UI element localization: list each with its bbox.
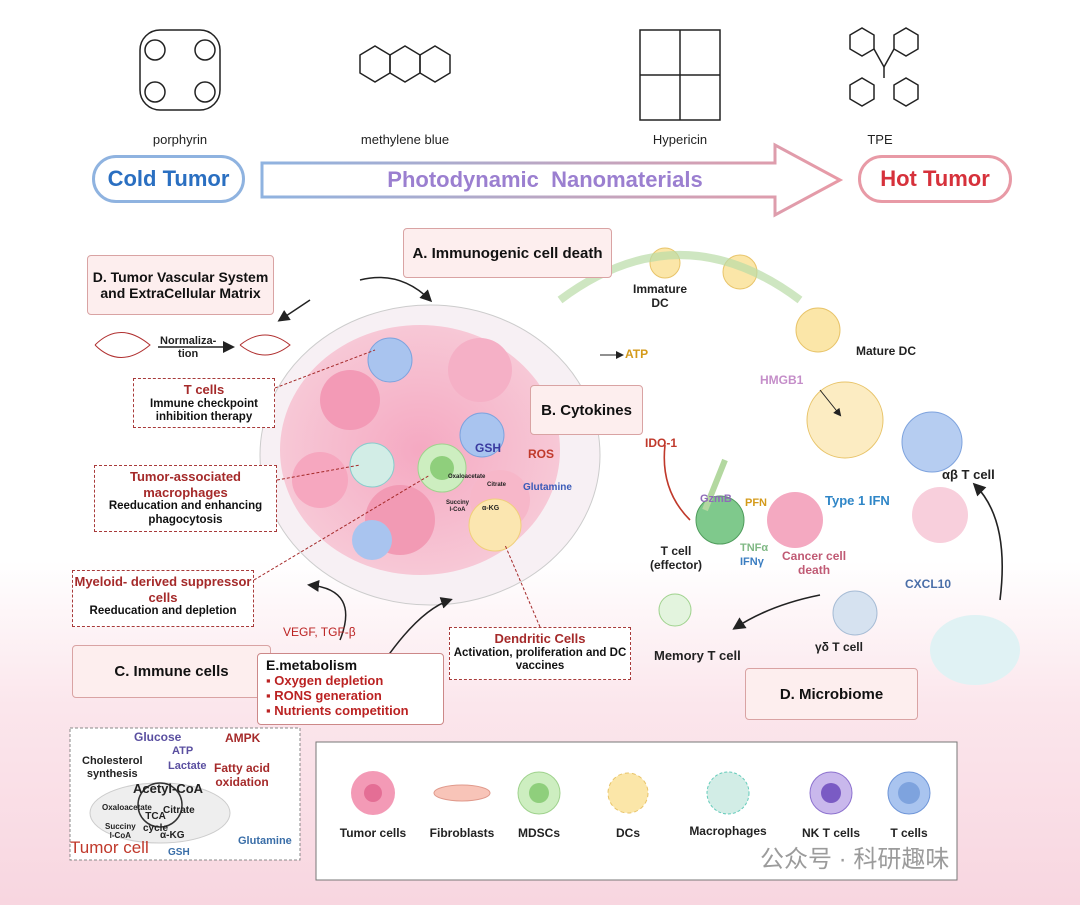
box-cytokines: B. Cytokines [530,385,643,435]
m-ampk: AMPK [225,731,261,745]
cold-tumor-label: Cold Tumor [92,155,245,203]
legend-mdscs: MDSCs [517,826,560,840]
ab-t-cell [901,411,963,473]
porphyrin-structure [139,29,221,111]
citrate-label: Citrate [487,482,507,488]
memory-t-cell [658,593,692,627]
legend-macrophages: Macrophages [689,824,767,838]
molecule-hypericin: Hypericin [652,132,708,147]
m-cholesterol: Cholesterol synthesis [82,755,143,780]
hot-tumor-label: Hot Tumor [858,155,1012,203]
cancer-death-label: Cancer cell death [782,549,847,577]
box-microbiome: D. Microbiome [745,668,918,720]
microbiome [930,615,1020,685]
m-lactate: Lactate [168,760,207,772]
photodynamic-label: Photodynamic Nanomaterials [387,167,703,192]
hypericin-structure [639,29,721,121]
m-acetyl-coa: Acetyl-CoA [133,781,204,796]
tnfa-label: TNFα [740,542,769,554]
watermark: 公众号 · 科研趣味 [760,846,950,873]
tumor-mass [259,304,601,606]
gd-t-cell [832,590,878,636]
molecule-tpe: TPE [867,132,893,147]
legend-dcs: DCs [615,826,640,840]
ifng-label: IFNγ [740,556,764,568]
mature-dc-large [806,381,884,459]
molecule-methylene-blue: methylene blue [360,132,450,147]
atp-label: ATP [625,347,649,361]
vegf-label: VEGF, TGF-β [283,625,356,639]
m-tca-cycle: TCA cycle [143,811,169,834]
legend-t-cells: T cells [890,826,928,840]
immature-dc-label: Immature DC [632,282,688,310]
hmgb1-label: HMGB1 [760,373,804,387]
t-effector-label: T cell (effector) [650,544,703,572]
vessel-icons [94,332,291,358]
mature-dc [795,307,841,353]
cxcl10-label: CXCL10 [905,577,952,591]
mature-dc-label: Mature DC [856,344,917,358]
metabolism-item: ▪ Oxygen depletion [266,673,384,688]
m-fatty-acid: Fatty acid oxidation [214,761,271,789]
ab-tcell-label: αβ T cell [942,467,995,482]
box-metabolism: E.metabolism ▪ Oxygen depletion ▪ RONS g… [257,653,444,725]
oxaloacetate-label: Oxaloacetate [448,474,486,480]
molecule-porphyrin: porphyrin [152,132,208,147]
m-atp: ATP [172,745,194,757]
dying-cancer-cell-2 [912,487,968,543]
gsh-label: GSH [475,441,502,455]
type1-ifn-label: Type 1 IFN [825,493,890,508]
metabolism-item: ▪ Nutrients competition [266,703,409,718]
m-succinyl: Succiny l-CoA [105,822,136,841]
m-glucose: Glucose [134,730,182,744]
box-immune-cells: C. Immune cells [72,645,271,698]
box-tumor-vascular: D. Tumor Vascular System and ExtraCellul… [87,255,274,315]
pfn-label: PFN [745,497,767,509]
succinyl-label: Succiny l-CoA [446,500,470,513]
ros-label: ROS [528,447,555,461]
metabolism-item: ▪ RONS generation [266,688,382,703]
ido1-label: IDO-1 [645,436,678,450]
metabolism-title: E.metabolism [266,657,358,673]
m-glutamine: Glutamine [238,835,292,847]
m-gsh: GSH [168,847,190,858]
gd-tcell-label: γδ T cell [815,640,863,654]
akg-label: α-KG [482,505,500,512]
methylene-blue-structure [359,45,451,83]
tpe-structure [849,27,919,107]
memory-tcell-label: Memory T cell [654,648,741,663]
photodynamic-arrow [260,142,844,218]
legend-fibroblasts: Fibroblasts [429,826,495,840]
dying-cancer-cell [767,492,823,548]
m-oxaloacetate: Oxaloacetate [102,803,152,812]
gzmb-label: GzmB [700,493,732,505]
glutamine-label: Glutamine [523,482,572,493]
m-tumor-cell: Tumor cell [70,838,149,857]
legend-tumor-cells: Tumor cells [339,826,407,840]
box-immunogenic-cell-death: A. Immunogenic cell death [403,228,612,278]
normalization-label: Normaliza- tion [160,335,217,360]
m-akg: α-KG [160,830,185,841]
legend-nk-t-cells: NK T cells [801,826,861,840]
m-citrate: Citrate [163,805,195,816]
